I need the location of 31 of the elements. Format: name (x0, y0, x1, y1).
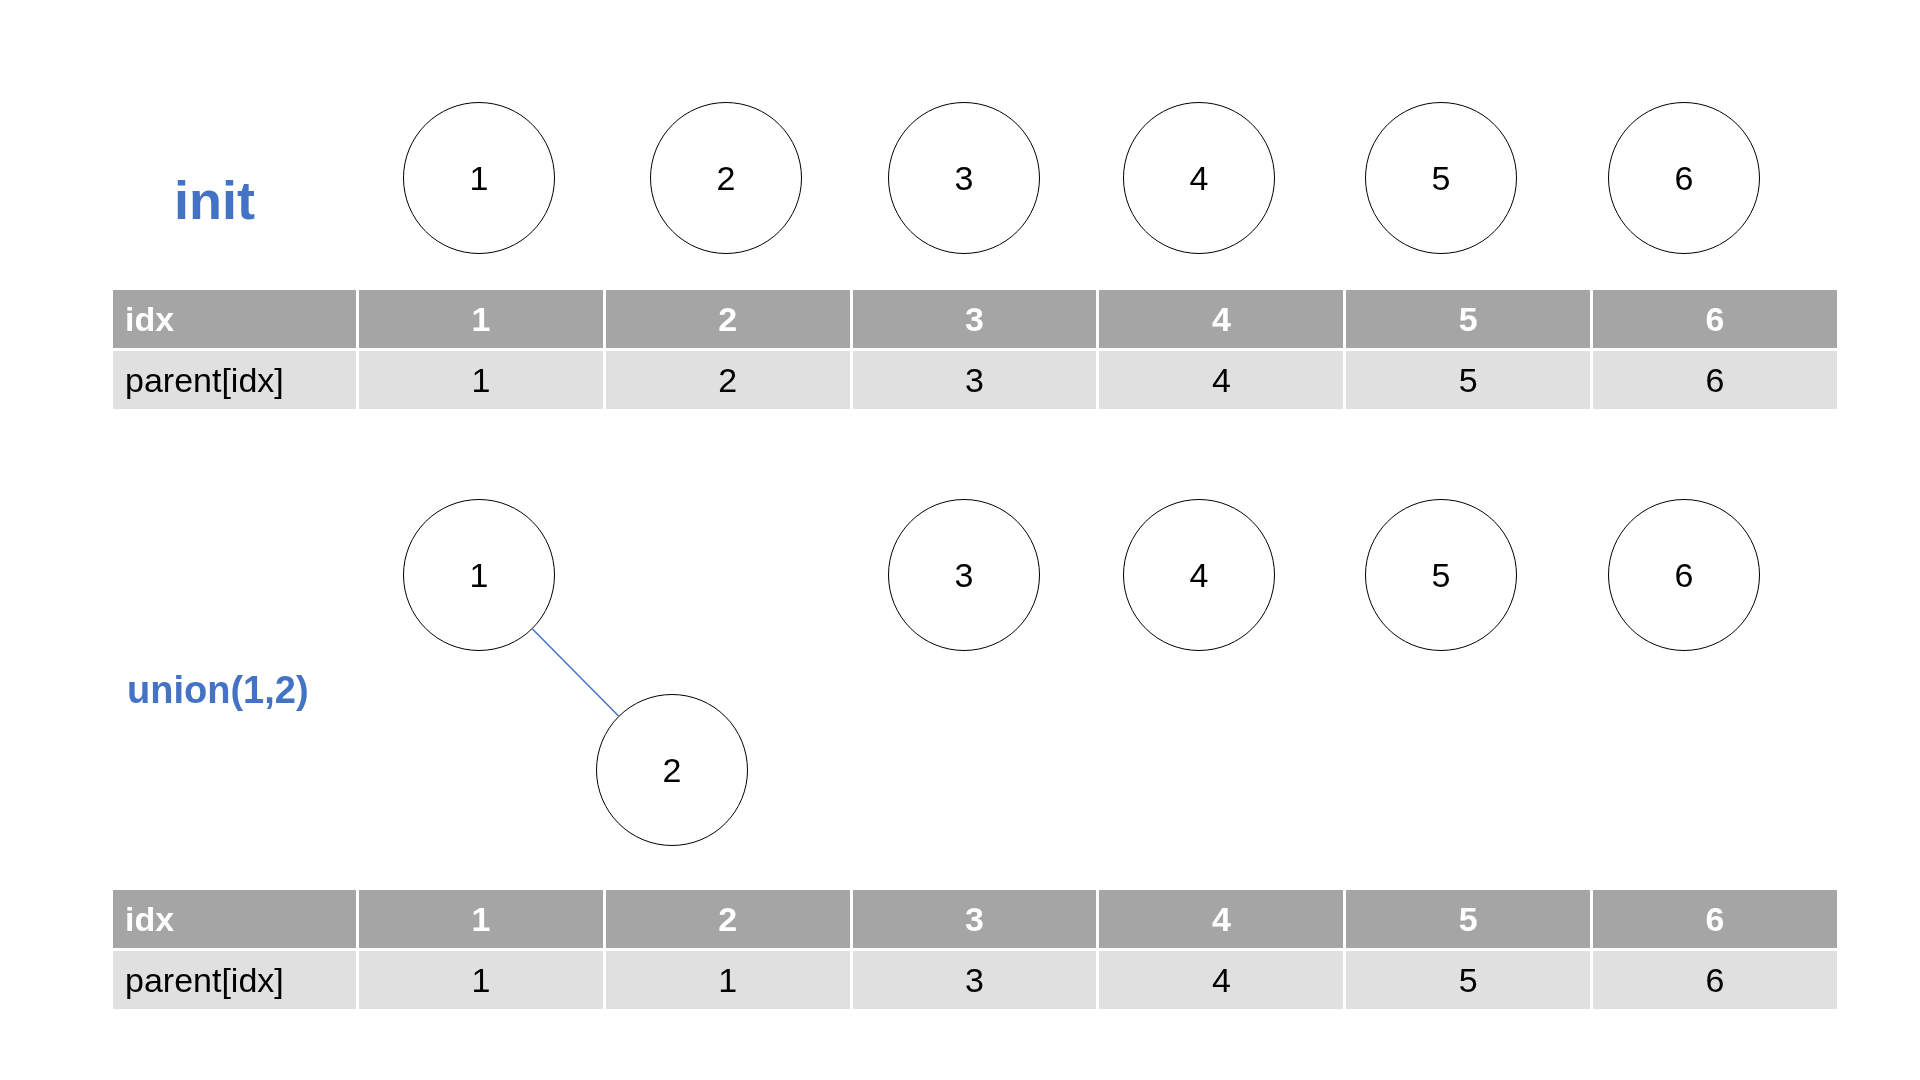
header-cell: 6 (1593, 890, 1837, 948)
connector-line (531, 628, 620, 717)
header-cell: 1 (359, 290, 603, 348)
step-label: union(1,2) (127, 668, 309, 713)
header-cell: 4 (1099, 290, 1344, 348)
header-cell: idx (113, 290, 356, 348)
header-cell: 2 (605, 890, 850, 948)
table-cell: 5 (1346, 951, 1591, 1009)
header-cell: 5 (1346, 290, 1591, 348)
table-cell: 3 (852, 951, 1097, 1009)
header-cell: 4 (1099, 890, 1344, 948)
table-cell: parent[idx] (113, 951, 356, 1009)
step-label: init (174, 169, 255, 232)
table-cell: 5 (1346, 351, 1591, 409)
table-cell: 1 (359, 951, 603, 1009)
table-cell: 4 (1099, 951, 1344, 1009)
table-cell: 1 (359, 351, 603, 409)
header-cell: 6 (1593, 290, 1837, 348)
table-cell: 2 (605, 351, 850, 409)
table-cell: 6 (1593, 351, 1837, 409)
header-cell: idx (113, 890, 356, 948)
header-cell: 3 (852, 890, 1097, 948)
table-cell: 4 (1099, 351, 1344, 409)
table-cell: parent[idx] (113, 351, 356, 409)
table-cell: 3 (852, 351, 1097, 409)
header-cell: 3 (852, 290, 1097, 348)
table-cell: 1 (605, 951, 850, 1009)
table-cell: 6 (1593, 951, 1837, 1009)
header-cell: 2 (605, 290, 850, 348)
header-cell: 5 (1346, 890, 1591, 948)
header-cell: 1 (359, 890, 603, 948)
